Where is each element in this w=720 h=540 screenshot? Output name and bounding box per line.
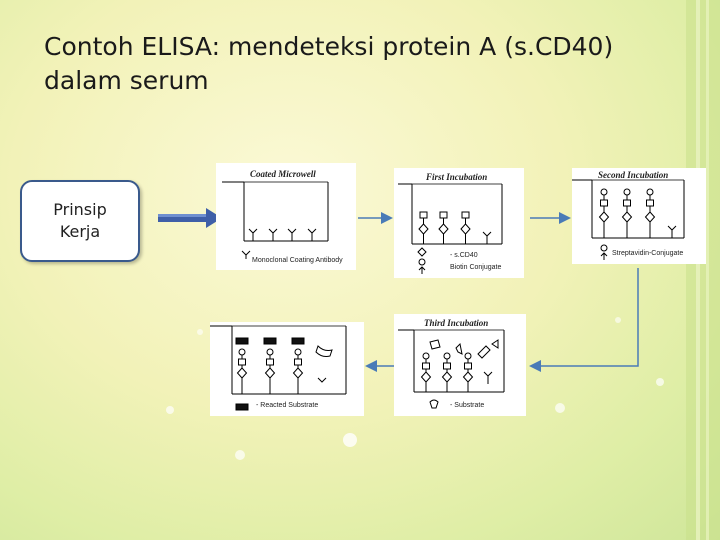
coated-well-drawing bbox=[222, 181, 329, 259]
panel-third-incubation: Third Incubation - Substrate bbox=[394, 314, 526, 416]
legend-first-scd40: - s.CD40 bbox=[450, 252, 478, 259]
arrow-second-to-third bbox=[529, 268, 639, 372]
second-well-drawing bbox=[572, 179, 685, 260]
third-well-drawing bbox=[398, 329, 505, 409]
legend-first-biotin: Biotin Conjugate bbox=[450, 264, 502, 271]
reacted-well-drawing bbox=[210, 325, 347, 411]
panel-second-incubation: Second Incubation Streptavidin-Conjugate bbox=[572, 168, 706, 264]
panel-title-coated: Coated Microwell bbox=[250, 169, 316, 179]
first-well-drawing bbox=[398, 183, 503, 274]
legend-coated: Monoclonal Coating Antibody bbox=[252, 257, 343, 264]
panel-title-second: Second Incubation bbox=[598, 170, 669, 180]
legend-reacted: - Reacted Substrate bbox=[256, 402, 319, 409]
panel-reacted-substrate: - Reacted Substrate bbox=[210, 322, 364, 416]
panel-first-incubation: First Incubation - s.CD40 Biotin Conjuga… bbox=[394, 168, 524, 278]
legend-third: - Substrate bbox=[450, 402, 485, 409]
prinsip-kerja-box: Prinsip Kerja bbox=[20, 180, 140, 262]
big-arrow bbox=[158, 208, 222, 228]
legend-second: Streptavidin-Conjugate bbox=[612, 250, 684, 257]
slide-title: Contoh ELISA: mendeteksi protein A (s.CD… bbox=[44, 32, 614, 95]
prinsip-kerja-label: Prinsip Kerja bbox=[53, 200, 107, 241]
panel-coated-microwell: Coated Microwell Monoclonal Coating Anti… bbox=[216, 163, 356, 270]
panel-title-first: First Incubation bbox=[426, 172, 488, 182]
panel-title-third: Third Incubation bbox=[424, 318, 489, 328]
